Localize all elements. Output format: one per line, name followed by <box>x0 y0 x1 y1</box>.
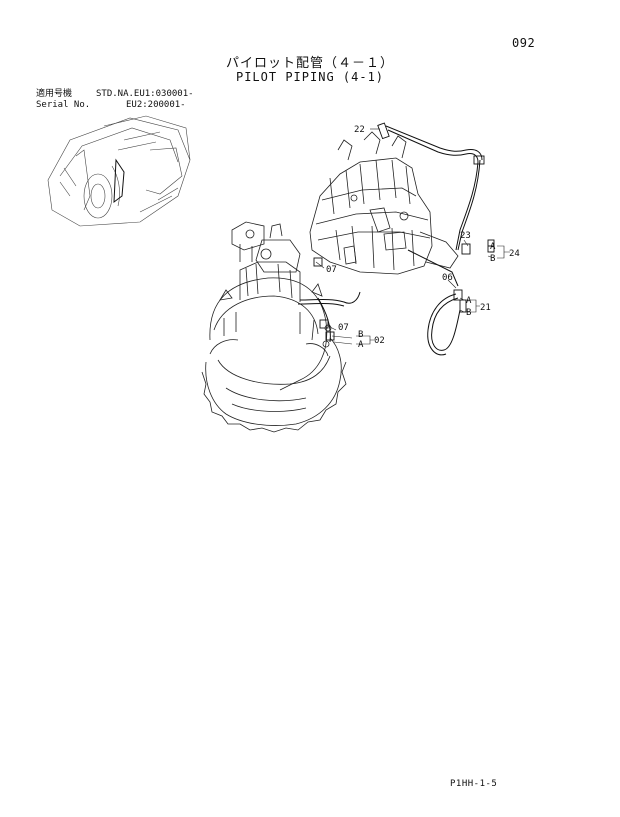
port-b-21: B <box>466 308 471 318</box>
machine-locator-view <box>47 115 191 227</box>
serial-label-jp: 適用号機 <box>36 89 73 99</box>
callout-24: 24 <box>509 249 520 259</box>
serial-label-en: Serial No. <box>36 100 91 110</box>
serial-value-2: EU2:200001- <box>126 100 186 110</box>
serial-value-1: STD.NA.EU1:030001- <box>96 89 194 99</box>
title-english: PILOT PIPING (4-1) <box>235 70 385 84</box>
port-a-24: A <box>490 242 496 252</box>
callout-labels: 22 23 24 06 21 07 07 02 A B A B A B <box>326 125 520 350</box>
control-valve-assembly <box>309 131 459 275</box>
callout-02: 02 <box>374 336 385 346</box>
serial-info: 適用号機 STD.NA.EU1:030001- Serial No. EU2:200… <box>36 89 194 111</box>
port-a-02: A <box>358 340 364 350</box>
document-code: P1HH-1-5 <box>450 779 498 789</box>
callout-07-lower: 07 <box>338 323 349 333</box>
leader-lines <box>315 128 510 345</box>
port-b-02: B <box>358 330 363 340</box>
callout-07-upper: 07 <box>326 265 337 275</box>
title-japanese: パイロット配管（４－１） <box>225 56 394 71</box>
callout-06: 06 <box>442 273 453 283</box>
port-b-24: B <box>490 254 495 264</box>
callout-23: 23 <box>460 231 471 241</box>
swing-motor-assembly <box>201 221 347 433</box>
page-number: 092 <box>512 36 536 50</box>
pilot-hoses <box>297 125 483 356</box>
callout-21: 21 <box>480 303 491 313</box>
port-a-21: A <box>466 296 472 306</box>
callout-22: 22 <box>354 125 365 135</box>
